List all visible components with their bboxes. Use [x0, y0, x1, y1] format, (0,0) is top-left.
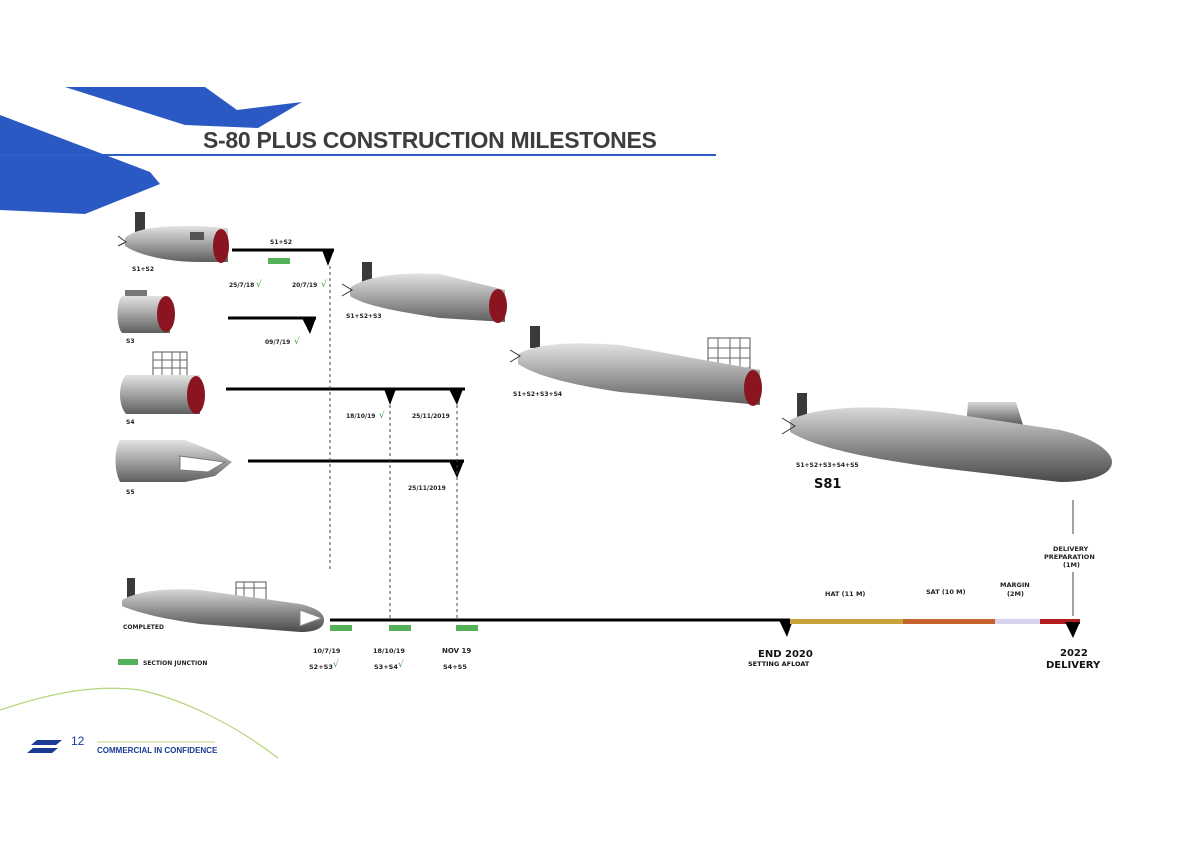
submarine-section-s3 [117, 290, 175, 333]
hat-bar [790, 619, 903, 624]
brand-shape-left [0, 115, 160, 214]
margin-label-2: (2M) [1007, 590, 1024, 598]
timeline1-end-date: 20/7/19 [292, 282, 317, 289]
timeline3-mid-date: 18/10/19 [346, 413, 375, 420]
label-stage-s123: S1+S2+S3 [346, 313, 382, 320]
junction-bar-2 [389, 625, 411, 631]
brand-shape-top [65, 87, 302, 128]
legend-swatch [118, 659, 138, 665]
timeline3-end-marker [449, 389, 463, 405]
timeline1-end-marker [322, 250, 334, 266]
hat-label: HAT (11 M) [825, 590, 865, 598]
footer-confidentiality: COMMERCIAL IN CONFIDENCE [97, 746, 218, 755]
company-logo-icon [27, 740, 62, 753]
label-completed: COMPLETED [123, 624, 164, 631]
junction-2-date: 18/10/19 [373, 647, 405, 655]
page-number: 12 [71, 734, 85, 748]
timeline3-mid-check: √ [379, 410, 385, 421]
margin-label-1: MARGIN [1000, 581, 1030, 589]
afloat-marker [779, 620, 793, 637]
timeline1-label: S1+S2 [270, 239, 292, 246]
junction-3-date: NOV 19 [442, 647, 471, 655]
green-arc [0, 687, 279, 759]
timeline1-junction-bar [268, 258, 290, 264]
timeline1-start-check: √ [256, 279, 262, 290]
title-underline [0, 154, 716, 156]
timeline3-end-date: 25/11/2019 [412, 413, 450, 420]
timeline2-end-date: 09/7/19 [265, 339, 290, 346]
afloat-date: END 2020 [758, 649, 813, 660]
junction-2-check: √ [398, 659, 404, 670]
junction-1-label: S2+S3 [309, 663, 333, 671]
junction-bar-1 [330, 625, 352, 631]
label-s3: S3 [126, 338, 135, 345]
submarine-section-s1s2 [117, 212, 229, 263]
submarine-stage-s1234 [509, 326, 762, 406]
junction-2-label: S3+S4 [374, 663, 398, 671]
delivery-label: DELIVERY [1046, 660, 1101, 671]
label-s1s2: S1+S2 [132, 266, 154, 273]
legend-label: SECTION JUNCTION [143, 660, 207, 667]
timeline2-end-check: √ [294, 336, 300, 347]
sat-label: SAT (10 M) [926, 588, 966, 596]
label-stage-s12345: S1+S2+S3+S4+S5 [796, 462, 859, 469]
timeline4-end-date: 25/11/2019 [408, 485, 446, 492]
delivery-prep-label-1: DELIVERY [1053, 545, 1089, 553]
submarine-section-s4 [120, 351, 205, 414]
label-s81: S81 [814, 477, 841, 492]
junction-1-check: √ [333, 659, 339, 670]
submarine-completed [122, 578, 324, 632]
sat-bar [903, 619, 995, 624]
timeline1-start-date: 25/7/18 [229, 282, 254, 289]
page-title: S-80 PLUS CONSTRUCTION MILESTONES [203, 127, 657, 153]
submarine-s81 [781, 393, 1112, 482]
timeline3-mid-marker [384, 389, 396, 405]
delivery-marker [1065, 622, 1080, 638]
timeline2-end-marker [302, 318, 316, 334]
timeline1-end-check: √ [321, 279, 327, 290]
margin-bar [995, 619, 1040, 624]
delivery-year: 2022 [1060, 648, 1088, 659]
label-s4: S4 [126, 419, 135, 426]
delivery-prep-label-2: PREPARATION [1044, 553, 1095, 561]
junction-1-date: 10/7/19 [313, 647, 341, 655]
label-s5: S5 [126, 489, 135, 496]
submarine-stage-s123 [341, 262, 507, 323]
delivery-prep-bar [1040, 619, 1080, 624]
label-stage-s1234: S1+S2+S3+S4 [513, 391, 562, 398]
afloat-label: SETTING AFLOAT [748, 660, 810, 668]
delivery-prep-label-3: (1M) [1063, 561, 1080, 569]
junction-3-label: S4+S5 [443, 663, 467, 671]
timeline4-end-marker [449, 461, 464, 478]
junction-bar-3 [456, 625, 478, 631]
submarine-section-s5 [115, 440, 232, 482]
